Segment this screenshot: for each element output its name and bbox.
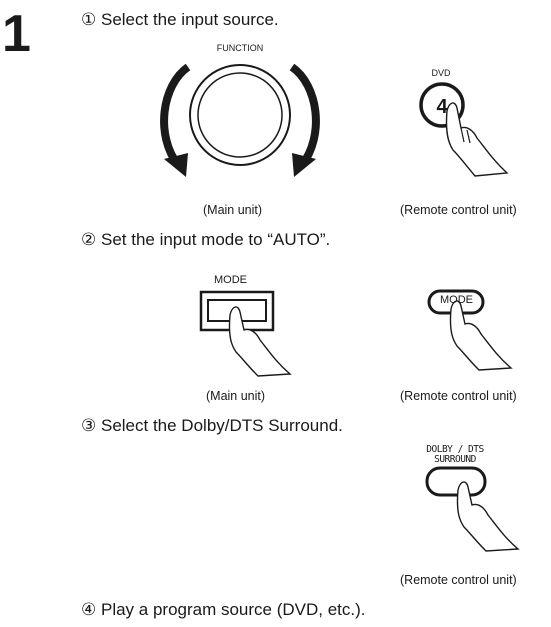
step-2-number: ② — [81, 230, 97, 249]
dvd-key-number: 4 — [436, 96, 448, 118]
caption-main-unit-1: (Main unit) — [203, 203, 263, 217]
dolby-dts-label-line1: DOLBY / DTS — [426, 444, 484, 455]
step-1-instruction: ① Select the input source. — [81, 10, 279, 30]
step-3-text: Select the Dolby/DTS Surround. — [100, 416, 343, 435]
step-4-instruction: ④ Play a program source (DVD, etc.). — [81, 600, 366, 620]
dvd-button-illustration — [419, 82, 509, 177]
step-3-instruction: ③ Select the Dolby/DTS Surround. — [81, 416, 343, 436]
step-4-text: Play a program source (DVD, etc.). — [100, 600, 366, 619]
step-number: 1 — [2, 5, 31, 63]
mode-main-button-illustration — [199, 290, 292, 377]
step-2-instruction: ② Set the input mode to “AUTO”. — [81, 230, 330, 250]
dolby-dts-label-line2: SURROUND — [434, 453, 476, 465]
function-label: FUNCTION — [216, 43, 264, 53]
step-1-text: Select the input source. — [100, 10, 279, 29]
dolby-dts-label: DOLBY / DTS SURROUND — [420, 445, 490, 465]
mode-remote-label: MODE — [440, 294, 473, 306]
caption-remote-2: (Remote control unit) — [400, 389, 517, 403]
caption-remote-3: (Remote control unit) — [400, 573, 517, 587]
step-3-number: ③ — [81, 416, 97, 435]
function-knob-illustration — [160, 63, 320, 177]
step-2-text: Set the input mode to “AUTO”. — [100, 230, 331, 249]
step-1-number: ① — [81, 10, 97, 29]
caption-main-unit-2: (Main unit) — [206, 389, 266, 403]
dolby-dts-surround-button-illustration — [425, 466, 520, 552]
dvd-label: DVD — [431, 68, 451, 78]
mode-remote-button-illustration — [427, 289, 513, 371]
mode-main-label: MODE — [214, 274, 247, 286]
step-4-number: ④ — [81, 600, 97, 619]
caption-remote-1: (Remote control unit) — [400, 203, 517, 217]
